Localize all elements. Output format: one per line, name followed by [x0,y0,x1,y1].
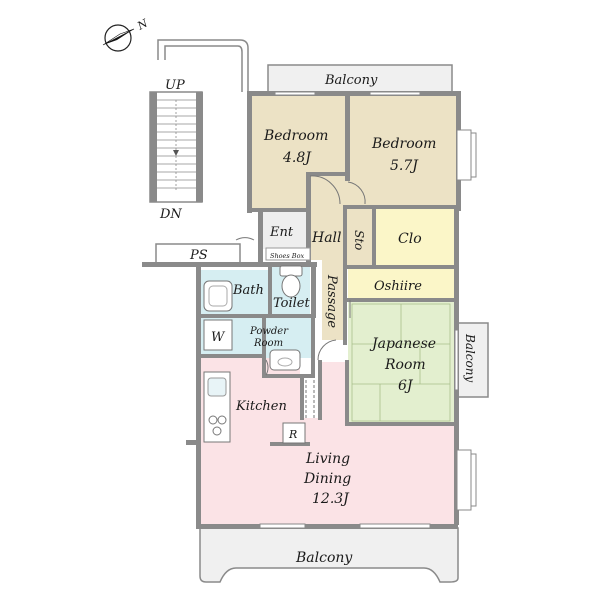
powder-label-line1: Powder [249,326,289,337]
room-oshiire [348,268,454,300]
washer-box [203,319,233,351]
bath-label: Bath [232,283,264,298]
outer-corridor [157,39,249,92]
living-label-line2: Dining [303,471,351,487]
washer-label: W [211,330,226,345]
balcony-bottom: Balcony [199,527,459,583]
room-hall-passage [310,175,348,340]
toilet-bowl-icon [281,274,301,298]
bathtub-icon [203,280,233,312]
japanese-label-line2: Room [384,357,426,373]
balcony-top-label: Balcony [324,73,378,88]
compass: N [102,16,150,52]
entrance-label: Ent [269,225,294,240]
balcony-right: Balcony [457,322,489,398]
room-closet [375,208,454,266]
bedroom-right-name: Bedroom [371,136,436,152]
stove-burner-icon [217,415,227,425]
room-storage [345,208,375,268]
japanese-size: 6J [398,378,414,394]
bathtub-inner [208,285,228,307]
windows [259,91,477,529]
ps-box: PS [155,243,241,265]
closet-label: Clo [398,231,422,247]
toilet-label: Toilet [273,296,310,311]
powder-label-line2: Room [253,338,283,349]
passage-label: Passage [324,274,339,328]
shoes-box-rect [265,247,311,261]
room-bedroom-right [348,93,456,208]
doors [235,175,366,418]
kitchen-sink-icon [207,377,227,397]
kitchen-label: Kitchen [235,399,287,414]
balcony-top: Balcony [267,64,453,94]
room-labels: Bedroom 4.8J Bedroom 5.7J Ent Hall Sto C… [211,128,436,507]
bedroom-left-size: 4.8J [282,150,312,166]
stairs: UP DN [149,78,203,222]
balcony-right-label: Balcony [463,333,477,382]
fixtures [203,247,311,444]
japanese-label-line1: Japanese [369,336,436,352]
stairs-up-label: UP [165,78,185,93]
bedroom-left-name: Bedroom [263,128,328,144]
bedroom-right-size: 5.7J [390,158,419,174]
sink-basin [277,357,293,367]
refrigerator-box [282,422,306,444]
stove-burner-icon [212,426,222,436]
oshiire-label: Oshiire [374,279,422,294]
shoes-box-label: Shoes Box [270,252,304,260]
living-size: 12.3J [312,491,350,507]
tatami-lines [351,303,451,422]
balcony-bottom-label: Balcony [295,550,353,566]
ps-label: PS [189,248,208,263]
refrigerator-label: R [288,428,297,441]
room-entrance [262,211,310,249]
compass-needle-half-icon [102,28,135,46]
living-label-line1: Living [305,451,350,467]
compass-north-label: N [134,16,150,33]
room-living-dining-kitchen [201,358,456,524]
stair-arrow-icon [173,150,179,156]
sink-icon [269,349,301,371]
stove-burner-icon [208,415,218,425]
hall-label: Hall [311,230,342,246]
stairs-down-label: DN [159,207,182,222]
storage-label: Sto [352,230,366,250]
